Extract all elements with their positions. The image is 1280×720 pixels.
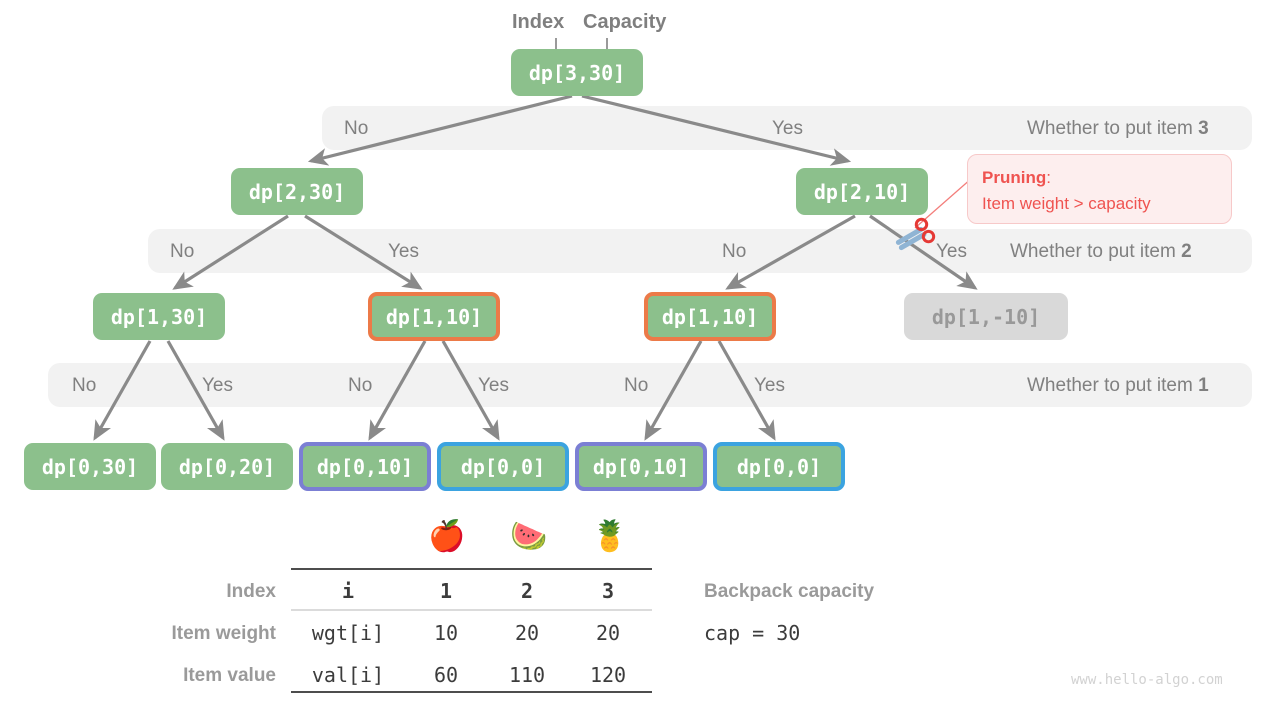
band2-question-item: 2: [1181, 241, 1192, 262]
band2-label-no-2: No: [722, 241, 747, 262]
band3-label-no-2: No: [348, 375, 373, 396]
pruning-colon: :: [1046, 168, 1051, 187]
backpack-capacity-value: cap = 30: [704, 621, 801, 645]
leaf-dp-0-30[interactable]: dp[0,30]: [24, 443, 156, 490]
band1-question-item: 3: [1198, 118, 1209, 139]
node-dp-1-10-right[interactable]: dp[1,10]: [644, 292, 776, 341]
band2-label-yes-2: Yes: [936, 241, 967, 262]
band3-label-yes-1: Yes: [202, 375, 233, 396]
table-col-header-3: 3: [601, 579, 615, 603]
leaf-dp-0-10-second[interactable]: dp[0,10]: [575, 442, 707, 491]
node-dp-1-minus10-pruned: dp[1,-10]: [904, 293, 1068, 340]
band3-label-no-1: No: [72, 375, 97, 396]
pruning-body: Item weight > capacity: [982, 194, 1151, 214]
caption-capacity: Capacity: [583, 11, 667, 33]
watermark: www.hello-algo.com: [1071, 672, 1223, 688]
fruit-watermelon-icon: 🍉: [510, 520, 548, 553]
table-cell-val-label: val[i]: [311, 663, 385, 687]
band3-label-no-3: No: [624, 375, 649, 396]
table-value-3: 120: [589, 663, 627, 687]
table-weight-1: 10: [433, 621, 459, 645]
backpack-capacity-label: Backpack capacity: [704, 581, 875, 602]
table-col-header-1: 1: [439, 579, 453, 603]
band1-label-no: No: [344, 118, 369, 139]
fruit-apple-icon: 🍎: [428, 520, 466, 553]
band3-label-yes-2: Yes: [478, 375, 509, 396]
band2-label-no-1: No: [170, 241, 195, 262]
pruning-callout: Pruning: Item weight > capacity: [967, 154, 1232, 224]
band3-question: Whether to put item 1: [1027, 376, 1209, 395]
pruning-title: Pruning: [982, 168, 1047, 187]
band2-question-text: Whether to put item: [1010, 241, 1182, 262]
band1-question-text: Whether to put item: [1027, 118, 1199, 139]
leaf-dp-0-20[interactable]: dp[0,20]: [161, 443, 293, 490]
band3-question-item: 1: [1198, 375, 1209, 396]
table-rowlabel-index: Index: [226, 581, 276, 602]
leaf-dp-0-10-first[interactable]: dp[0,10]: [299, 442, 431, 491]
node-dp-2-10[interactable]: dp[2,10]: [796, 168, 928, 215]
band3-question-text: Whether to put item: [1027, 375, 1199, 396]
table-cell-i-header: i: [341, 579, 355, 603]
leaf-dp-0-0-second[interactable]: dp[0,0]: [713, 442, 845, 491]
table-rowlabel-item-value: Item value: [183, 665, 276, 686]
caption-index: Index: [512, 11, 565, 33]
table-value-1: 60: [433, 663, 459, 687]
band1-question: Whether to put item 3: [1027, 119, 1209, 138]
node-dp-3-30[interactable]: dp[3,30]: [511, 49, 643, 96]
node-dp-1-10-left[interactable]: dp[1,10]: [368, 292, 500, 341]
band3-label-yes-3: Yes: [754, 375, 785, 396]
band2-label-yes-1: Yes: [388, 241, 419, 262]
table-col-header-2: 2: [520, 579, 534, 603]
fruit-pineapple-icon: 🍍: [591, 520, 629, 553]
table-cell-wgt-label: wgt[i]: [311, 621, 385, 645]
node-dp-2-30[interactable]: dp[2,30]: [231, 168, 363, 215]
node-dp-1-30[interactable]: dp[1,30]: [93, 293, 225, 340]
leaf-dp-0-0-first[interactable]: dp[0,0]: [437, 442, 569, 491]
table-rowlabel-item-weight: Item weight: [171, 623, 276, 644]
table-value-2: 110: [508, 663, 546, 687]
band1-label-yes: Yes: [772, 118, 803, 139]
band2-question: Whether to put item 2: [1010, 242, 1192, 261]
table-weight-3: 20: [595, 621, 621, 645]
table-weight-2: 20: [514, 621, 540, 645]
